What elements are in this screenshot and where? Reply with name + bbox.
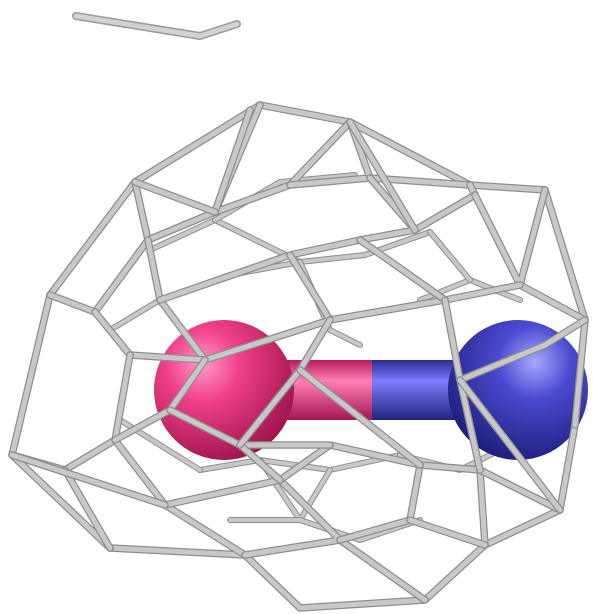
cage-edge — [257, 102, 548, 193]
fragment-stick — [72, 12, 241, 40]
cage-edge — [132, 179, 218, 215]
cage-edge — [62, 467, 113, 551]
cage-edge — [442, 297, 588, 383]
cage-edge — [212, 107, 253, 215]
cage-edge — [457, 377, 483, 473]
cage-edge — [517, 282, 588, 323]
cage-edge — [347, 119, 418, 233]
molecule — [154, 320, 588, 460]
atom-blue — [448, 320, 588, 460]
cage-edge — [157, 227, 418, 303]
cage-edge-shadow — [297, 259, 363, 348]
cage-edge — [237, 442, 283, 483]
cage-edge — [428, 230, 472, 282]
cage-edge — [108, 298, 162, 332]
cage-edge — [337, 537, 428, 603]
cage-edge — [457, 377, 563, 513]
cage-edge — [337, 462, 423, 543]
cage-edge — [9, 452, 168, 508]
cage-edge — [357, 237, 448, 303]
cage-edge-shadow — [46, 178, 152, 316]
cage-edge — [407, 517, 488, 548]
cage-edge — [47, 179, 151, 315]
cage-edge — [367, 175, 478, 233]
cage-edge — [162, 477, 343, 558]
cage-edge — [477, 467, 563, 513]
cage-front-layer — [8, 101, 589, 612]
cage-edge — [297, 367, 423, 468]
